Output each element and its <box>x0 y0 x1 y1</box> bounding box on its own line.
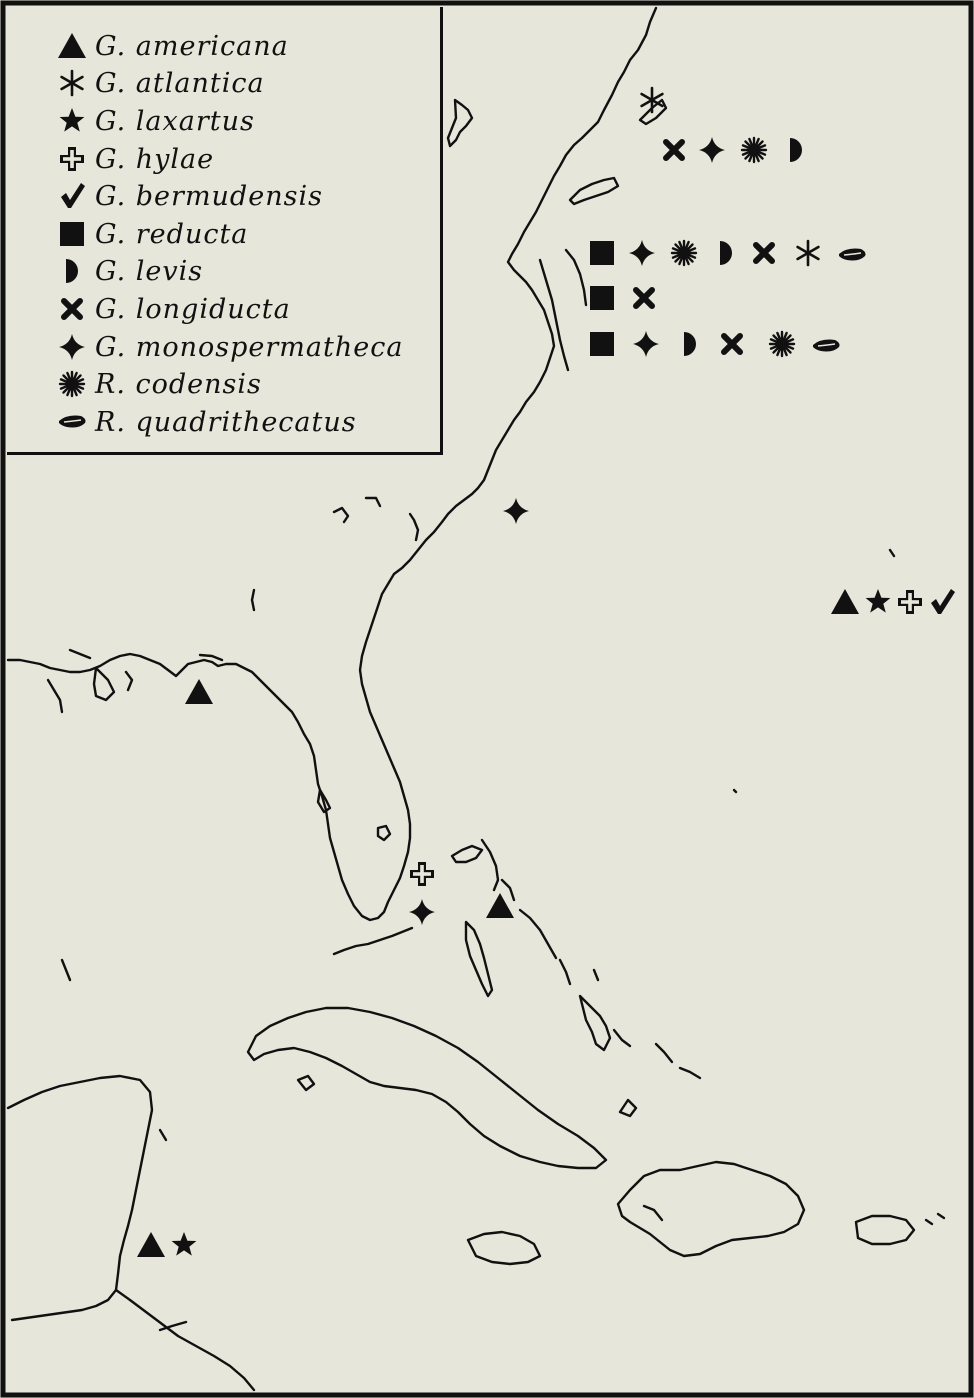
legend-item-bermudensis: G. bermudensis <box>55 179 323 213</box>
five-point-star-icon <box>55 104 89 138</box>
marker-hylae-2 <box>410 862 434 886</box>
x-cross-icon <box>55 292 89 326</box>
marker-codensis-1 <box>740 136 768 164</box>
marker-americana-4 <box>137 1232 165 1257</box>
legend-label: G. reducta <box>95 218 249 250</box>
legend-item-reducta: G. reducta <box>55 217 248 251</box>
half-circle-icon <box>55 254 89 288</box>
legend-label: G. americana <box>95 30 289 62</box>
legend-label: R. codensis <box>95 368 262 400</box>
marker-codensis-3 <box>768 330 796 358</box>
six-point-asterisk-icon <box>55 66 89 100</box>
legend-item-quadrithecatus: R. quadrithecatus <box>55 405 357 439</box>
marker-longiducta-3 <box>636 290 652 306</box>
legend-item-laxartus: G. laxartus <box>55 104 255 138</box>
marker-longiducta-1 <box>666 142 682 158</box>
hispaniola-outline <box>616 1160 806 1258</box>
filled-triangle-icon <box>55 29 89 63</box>
legend-label: G. bermudensis <box>95 180 323 212</box>
starburst-icon <box>55 367 89 401</box>
legend-label: G. levis <box>95 255 204 287</box>
legend-item-hylae: G. hylae <box>55 142 214 176</box>
marker-codensis-2 <box>670 239 698 267</box>
filled-square-icon <box>55 217 89 251</box>
marker-monospermatheca-3 <box>633 331 659 357</box>
four-point-star-icon <box>55 330 89 364</box>
outlined-cross-icon <box>55 142 89 176</box>
legend-item-codensis: R. codensis <box>55 367 262 401</box>
marker-hylae-1 <box>898 590 922 614</box>
legend-label: G. hylae <box>95 143 215 175</box>
marker-levis-1 <box>790 138 802 162</box>
marker-americana-3 <box>486 893 514 918</box>
legend-label: G. laxartus <box>95 105 255 137</box>
marker-longiducta-2 <box>756 245 772 261</box>
legend-label: G. longiducta <box>95 293 291 325</box>
marker-laxartus-2 <box>171 1232 197 1256</box>
marker-americana-2 <box>185 679 213 704</box>
jamaica-outline <box>466 1230 542 1266</box>
legend-item-longiducta: G. longiducta <box>55 292 291 326</box>
marker-monospermatheca-1 <box>699 137 725 163</box>
check-mark-icon <box>55 179 89 213</box>
legend-label: R. quadrithecatus <box>95 406 357 438</box>
marker-reducta-3 <box>590 332 614 356</box>
marker-atlantica-2 <box>796 239 820 267</box>
puerto-rico-outline <box>854 1214 916 1246</box>
marker-reducta-2 <box>590 286 614 310</box>
marker-levis-2 <box>720 241 732 265</box>
legend-label: G. monospermatheca <box>95 331 404 363</box>
us-east-coastline <box>6 6 658 922</box>
marker-reducta-1 <box>590 241 614 265</box>
central-america-coastline <box>6 1074 154 1322</box>
legend-label: G. atlantica <box>95 67 265 99</box>
marker-americana-1 <box>831 589 859 614</box>
marker-monospermatheca-4 <box>503 498 529 524</box>
leaf-arrow-icon <box>55 405 89 439</box>
marker-levis-3 <box>684 332 696 356</box>
legend-item-levis: G. levis <box>55 254 203 288</box>
marker-bermudensis-1 <box>931 589 955 614</box>
legend-item-monospermatheca: G. monospermatheca <box>55 330 403 364</box>
marker-laxartus-1 <box>865 589 891 613</box>
marker-monospermatheca-5 <box>409 899 435 925</box>
cuba-outline <box>246 1006 608 1170</box>
legend-item-americana: G. americana <box>55 29 289 63</box>
coastlines <box>6 6 946 1392</box>
marker-quadrithecatus-2 <box>812 338 841 353</box>
marker-atlantica-1 <box>640 86 664 114</box>
legend: G. americana G. atlantica G. laxartus G.… <box>7 7 443 455</box>
marker-longiducta-4 <box>724 336 740 352</box>
marker-quadrithecatus-1 <box>838 247 867 262</box>
legend-item-atlantica: G. atlantica <box>55 66 265 100</box>
marker-monospermatheca-2 <box>629 240 655 266</box>
